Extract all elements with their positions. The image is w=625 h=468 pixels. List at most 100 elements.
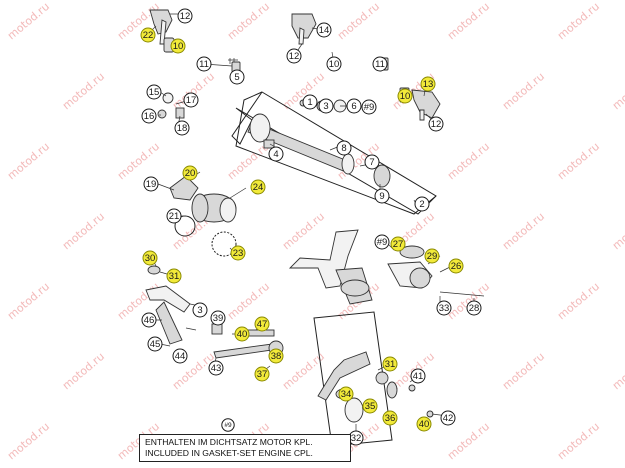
callout-number: 30 xyxy=(145,253,156,264)
callout-number: 43 xyxy=(211,363,222,374)
callout-19: 19 xyxy=(143,176,159,192)
watermark-text: motod.ru xyxy=(500,350,547,392)
callout-43: 43 xyxy=(208,360,224,376)
callout-27: 27 xyxy=(390,236,406,252)
callout-number: 20 xyxy=(185,168,196,179)
watermark-text: motod.ru xyxy=(445,0,492,42)
watermark-text: motod.ru xyxy=(555,140,602,182)
callout-21: 21 xyxy=(166,208,182,224)
callout-number: 2 xyxy=(419,199,424,210)
callout-number: 12 xyxy=(431,119,442,130)
watermark-text: motod.ru xyxy=(335,0,382,42)
callout-28: 28 xyxy=(466,300,482,316)
note-line-de: ENTHALTEN IM DICHTSATZ MOTOR KPL. xyxy=(145,437,313,447)
callout-number: 34 xyxy=(341,389,352,400)
watermark-text: motod.ru xyxy=(500,210,547,252)
callout-number: 12 xyxy=(289,51,300,62)
watermark-text: motod.ru xyxy=(60,70,107,112)
watermark-text: motod.ru xyxy=(555,0,602,42)
callout-number: 15 xyxy=(149,87,160,98)
callout-15: 15 xyxy=(146,84,162,100)
callout-number: 1 xyxy=(307,97,312,108)
watermark-text: motod.ru xyxy=(555,420,602,462)
watermark-text: motod.ru xyxy=(280,210,327,252)
callout-23: 23 xyxy=(230,245,246,261)
callout-16: 16 xyxy=(141,108,157,124)
callout-number: 27 xyxy=(393,239,404,250)
callout-35: 35 xyxy=(362,398,378,414)
callout-22: 22 xyxy=(140,27,156,43)
shift-fork-right xyxy=(411,89,441,121)
watermark-text: motod.ru xyxy=(500,70,547,112)
watermark-text: motod.ru xyxy=(5,280,52,322)
callout-number: 17 xyxy=(186,95,197,106)
callout-46: 46 xyxy=(141,312,157,328)
watermark-text: motod.ru xyxy=(445,420,492,462)
watermark-text: motod.ru xyxy=(555,280,602,322)
callout-37: 37 xyxy=(254,366,270,382)
callout-number: 39 xyxy=(213,313,224,324)
callout-number: 33 xyxy=(439,303,450,314)
callout-24: 24 xyxy=(250,179,266,195)
watermark-text: motod.ru xyxy=(610,210,625,252)
callout-number: 26 xyxy=(451,261,462,272)
watermark-text: motod.ru xyxy=(225,0,272,42)
callout-number: 9 xyxy=(379,191,384,202)
callout-number: 37 xyxy=(257,369,268,380)
callout-3: 3 xyxy=(192,302,208,318)
callout-20: 20 xyxy=(182,165,198,181)
callout-number: #9 xyxy=(364,102,375,113)
callout-number: 11 xyxy=(375,59,385,70)
callout-number: 12 xyxy=(180,11,191,22)
callout-10: 10 xyxy=(326,56,342,72)
callout-45: 45 xyxy=(147,336,163,352)
callout-number: 19 xyxy=(146,179,157,190)
callout-4: 4 xyxy=(268,146,284,162)
callout-5: 5 xyxy=(229,69,245,85)
callout-number: 42 xyxy=(443,413,454,424)
watermark-text: motod.ru xyxy=(610,350,625,392)
note-line-en: INCLUDED IN GASKET-SET ENGINE CPL. xyxy=(145,448,313,458)
callout-42: 42 xyxy=(440,410,456,426)
callout-8: 8 xyxy=(336,140,352,156)
callout-12: 12 xyxy=(428,116,444,132)
shift-lever-assembly xyxy=(169,175,237,257)
callout-14: 14 xyxy=(316,22,332,38)
callout-number: 3 xyxy=(197,305,202,316)
callout-number: 31 xyxy=(169,271,180,282)
callout-number: 10 xyxy=(173,41,184,52)
callout-number: 47 xyxy=(257,319,268,330)
watermark-text: motod.ru xyxy=(60,210,107,252)
watermark-text: motod.ru xyxy=(5,0,52,42)
note-badge-label: #9 xyxy=(224,422,232,429)
callout-number: 10 xyxy=(400,91,411,102)
callout-12: 12 xyxy=(177,8,193,24)
callout-38: 38 xyxy=(268,348,284,364)
callout-18: 18 xyxy=(174,120,190,136)
callout-11: 11 xyxy=(196,56,212,72)
callout-number: 44 xyxy=(175,351,186,362)
watermark-text: motod.ru xyxy=(445,280,492,322)
shift-fork-left xyxy=(149,9,175,53)
callout-17: 17 xyxy=(183,92,199,108)
callout-41: 41 xyxy=(410,368,426,384)
footrest-bracket xyxy=(288,229,485,305)
callout-29: 29 xyxy=(424,248,440,264)
callout-3: 3 xyxy=(318,98,334,114)
callout-31: 31 xyxy=(382,356,398,372)
callout-number: 45 xyxy=(150,339,161,350)
callout-kit-9: #9 xyxy=(361,99,377,115)
watermark-text: motod.ru xyxy=(610,70,625,112)
callout-number: 16 xyxy=(144,111,155,122)
watermark-text: motod.ru xyxy=(5,420,52,462)
callout-6: 6 xyxy=(346,98,362,114)
callout-number: 41 xyxy=(413,371,424,382)
callout-number: 46 xyxy=(144,315,155,326)
watermark-text: motod.ru xyxy=(115,140,162,182)
watermark-text: motod.ru xyxy=(280,350,327,392)
callout-number: 7 xyxy=(369,157,374,168)
callout-kit-9: #9 xyxy=(374,234,390,250)
